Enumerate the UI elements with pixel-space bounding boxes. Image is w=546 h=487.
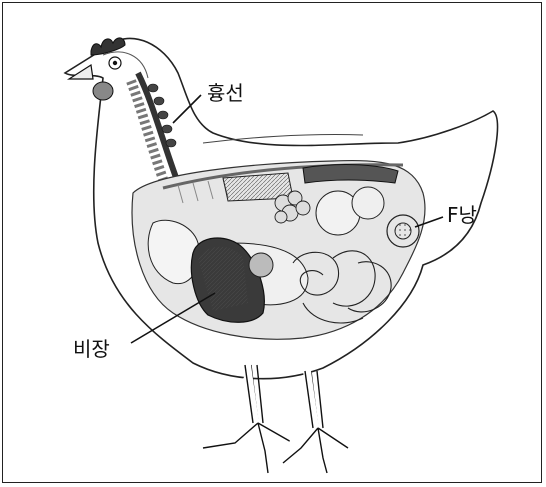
label-thymus: 흉선 — [207, 83, 244, 103]
spleen-marker — [249, 253, 273, 277]
label-bursa: F낭 — [447, 205, 477, 225]
chicken-illustration — [3, 3, 543, 484]
legs — [203, 365, 348, 473]
kidney — [303, 165, 398, 183]
wattle — [93, 82, 113, 100]
label-spleen: 비장 — [73, 339, 110, 359]
diagram-frame: 흉선 F낭 비장 — [2, 2, 542, 483]
